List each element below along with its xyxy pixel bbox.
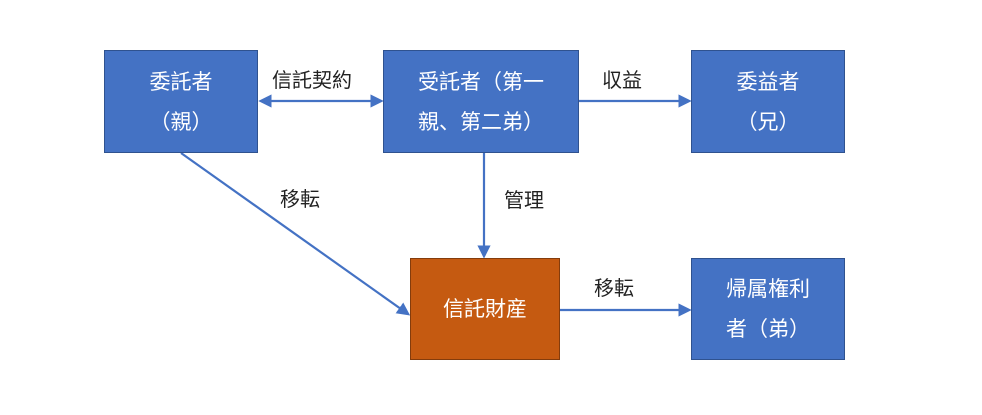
label-income: 収益 xyxy=(602,68,642,92)
trust-property-label: 信託財産 xyxy=(443,297,527,321)
beneficiary-role: （兄） xyxy=(736,109,800,134)
beneficiary-node: 委益者 （兄） xyxy=(691,50,845,153)
trustee-node: 受託者（第一 親、第二弟） xyxy=(383,50,579,153)
remainder-name: 帰属権利 xyxy=(726,277,810,301)
label-management: 管理 xyxy=(504,188,544,212)
trustee-name: 受託者（第一 xyxy=(418,69,544,94)
label-transfer-to-property: 移転 xyxy=(280,187,320,211)
trustee-role: 親、第二弟） xyxy=(418,109,544,134)
remainder-beneficiary-node: 帰属権利 者（弟） xyxy=(691,258,845,360)
remainder-role: 者（弟） xyxy=(726,317,810,341)
beneficiary-name: 委益者 xyxy=(736,69,800,94)
label-transfer-to-remainder: 移転 xyxy=(594,276,634,300)
arrow-settlor-property xyxy=(180,152,411,316)
settlor-node: 委託者 （親） xyxy=(104,50,258,153)
label-trust-contract: 信託契約 xyxy=(272,68,352,92)
trust-property-node: 信託財産 xyxy=(410,258,560,360)
settlor-role: （親） xyxy=(149,109,213,134)
settlor-name: 委託者 xyxy=(149,69,213,94)
